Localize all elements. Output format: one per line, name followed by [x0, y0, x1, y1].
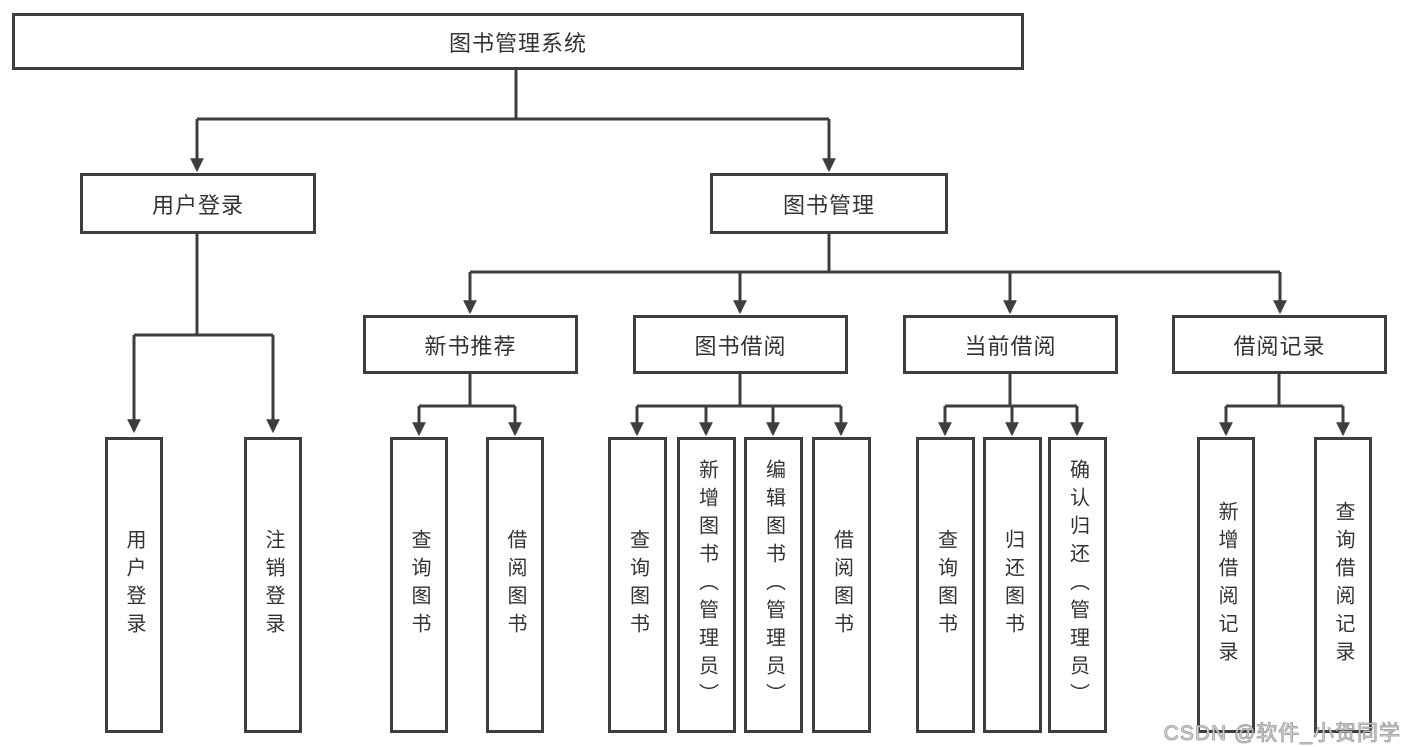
leaf-query-borrow-record: 查询借阅记录	[1314, 437, 1372, 733]
node-book-borrowing: 图书借阅	[633, 315, 848, 374]
edges-root-to-level2	[190, 69, 836, 173]
leaf-add-books-admin: 新增图书（管理员）	[677, 437, 736, 733]
leaf-user-login: 用户登录	[105, 437, 163, 733]
node-current-borrowing: 当前借阅	[903, 315, 1118, 374]
leaf-borrow-books: 借阅图书	[812, 437, 871, 733]
leaf-query-books-borrow: 查询图书	[608, 437, 667, 733]
leaf-add-borrow-record: 新增借阅记录	[1197, 437, 1255, 733]
leaf-confirm-return-admin: 确认归还（管理员）	[1048, 437, 1107, 733]
edges-user-login-to-leaves	[127, 234, 280, 434]
leaf-query-books-current: 查询图书	[916, 437, 975, 733]
leaf-return-books: 归还图书	[983, 437, 1042, 733]
leaf-edit-books-admin: 编辑图书（管理员）	[744, 437, 803, 733]
edges-records-to-leaves	[1219, 374, 1350, 437]
node-book-management: 图书管理	[710, 173, 948, 234]
csdn-watermark: CSDN @软件_小贺同学	[1163, 722, 1401, 746]
node-new-book-recommend: 新书推荐	[363, 315, 578, 374]
edges-book-mgmt-to-level3	[463, 234, 1287, 315]
leaf-borrow-books-recommend: 借阅图书	[486, 437, 544, 733]
edges-new-book-to-leaves	[412, 374, 522, 437]
leaf-logout: 注销登录	[244, 437, 302, 733]
node-borrowing-records: 借阅记录	[1172, 315, 1387, 374]
node-library-system: 图书管理系统	[12, 13, 1024, 70]
edges-current-to-leaves	[938, 374, 1084, 437]
leaf-query-books-recommend: 查询图书	[390, 437, 448, 733]
edges-borrow-to-leaves	[630, 374, 848, 437]
node-user-login: 用户登录	[80, 173, 316, 234]
